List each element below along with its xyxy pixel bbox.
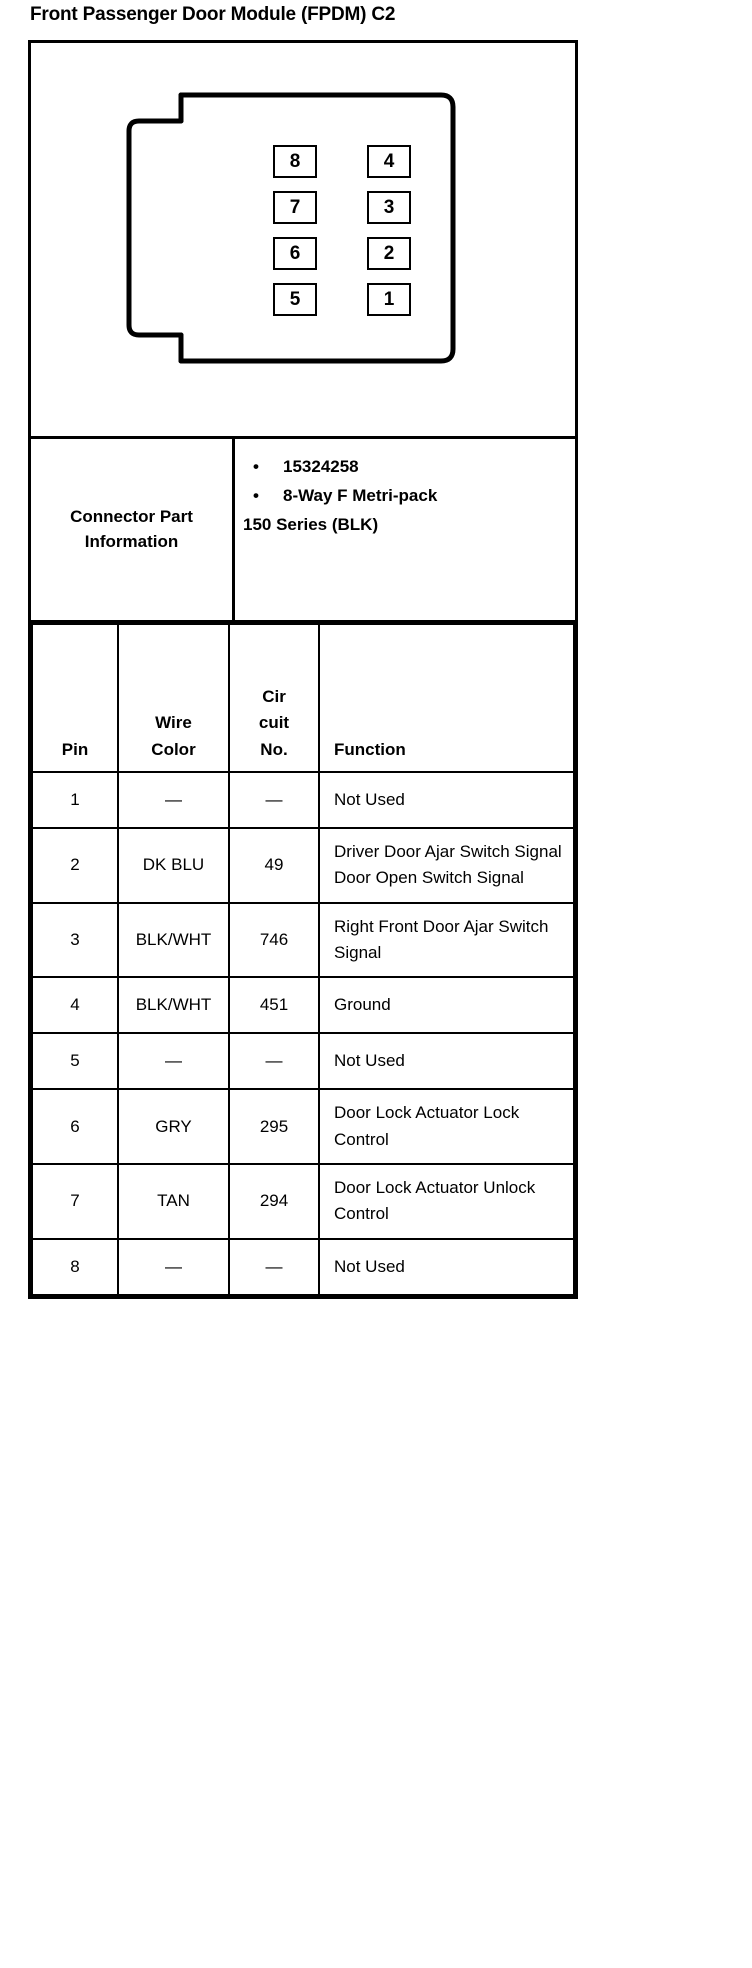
cell-wire-color: — [117, 771, 230, 829]
table-header-row: Pin Wire Color Cir cuit No. Function [31, 623, 575, 773]
cell-function: Door Lock Actuator Unlock Control [318, 1163, 575, 1240]
cell-function: Not Used [318, 1032, 575, 1091]
cpi-label-line-2: Information [84, 531, 179, 551]
pin-box-3[interactable]: 3 [367, 190, 411, 224]
pin-box-2[interactable]: 2 [367, 236, 411, 270]
column-header-circuit-no: Cir cuit No. [228, 623, 320, 773]
cell-pin: 3 [31, 901, 119, 979]
connector-diagram: 8 4 7 3 6 2 5 1 [31, 43, 575, 439]
cell-circuit-no: — [228, 1237, 320, 1296]
table-row: 7 TAN 294 Door Lock Actuator Unlock Cont… [31, 1163, 575, 1240]
bullet-icon: • [253, 485, 259, 505]
cell-pin: 2 [31, 827, 119, 904]
connector-sheet: 8 4 7 3 6 2 5 1 Connector Part Informati… [28, 40, 578, 1299]
pin-grid-gap [319, 191, 365, 224]
pin-table-body: 1 — — Not Used 2 DK BLU 49 Driver Door A… [31, 771, 575, 1296]
connector-part-information-label: Connector Part Information [31, 439, 235, 620]
cell-pin: 1 [31, 771, 119, 829]
connector-part-type-item: • 8-Way F Metri-pack [243, 482, 571, 511]
cell-wire-color: TAN [117, 1163, 230, 1240]
cell-wire-color: — [117, 1032, 230, 1091]
pin-box-6[interactable]: 6 [273, 236, 317, 270]
cell-circuit-no: 294 [228, 1163, 320, 1240]
pin-box-4[interactable]: 4 [367, 144, 411, 178]
cell-wire-color: DK BLU [117, 827, 230, 904]
pin-box-8[interactable]: 8 [273, 144, 317, 178]
connector-part-series: 150 Series (BLK) [243, 514, 379, 534]
bullet-icon: • [253, 457, 259, 476]
table-row: 6 GRY 295 Door Lock Actuator Lock Contro… [31, 1088, 575, 1166]
cell-function: Ground [318, 976, 575, 1035]
pin-layout-grid: 8 4 7 3 6 2 5 1 [271, 138, 413, 322]
table-row: 3 BLK/WHT 746 Right Front Door Ajar Swit… [31, 901, 575, 979]
cell-function: Right Front Door Ajar Switch Signal [318, 901, 575, 979]
connector-part-information-section: Connector Part Information • 15324258 • … [31, 439, 575, 623]
cell-function: Not Used [318, 1237, 575, 1296]
connector-part-number: 15324258 [283, 457, 359, 476]
circuit-header-line-3: No. [260, 739, 288, 759]
cell-circuit-no: 746 [228, 901, 320, 979]
connector-part-bullet-list: • 15324258 • 8-Way F Metri-pack [243, 453, 571, 511]
pin-grid-gap [319, 283, 365, 316]
cpi-label-line-1: Connector Part [70, 506, 193, 526]
connector-part-number-item: • 15324258 [243, 453, 571, 482]
pin-box-1[interactable]: 1 [367, 282, 411, 316]
pin-box-5[interactable]: 5 [273, 282, 317, 316]
table-row: 2 DK BLU 49 Driver Door Ajar Switch Sign… [31, 827, 575, 904]
cell-pin: 7 [31, 1163, 119, 1240]
column-header-function: Function [318, 623, 575, 773]
cell-wire-color: GRY [117, 1088, 230, 1166]
cell-function: Not Used [318, 771, 575, 829]
column-header-wire-color: Wire Color [117, 623, 230, 773]
connector-outline-icon [126, 92, 456, 364]
wire-color-header-line-1: Wire [155, 713, 192, 733]
pin-grid-gap [319, 145, 365, 178]
cell-pin: 4 [31, 976, 119, 1035]
circuit-header-line-1: Cir [262, 686, 286, 706]
cell-pin: 6 [31, 1088, 119, 1166]
cell-function: Door Lock Actuator Lock Control [318, 1088, 575, 1166]
table-row: 5 — — Not Used [31, 1032, 575, 1091]
cell-pin: 5 [31, 1032, 119, 1091]
column-header-pin: Pin [31, 623, 119, 773]
pin-function-table: Pin Wire Color Cir cuit No. Function 1 [31, 623, 575, 1296]
cell-wire-color: BLK/WHT [117, 976, 230, 1035]
cell-function: Driver Door Ajar Switch Signal Door Open… [318, 827, 575, 904]
cell-wire-color: BLK/WHT [117, 901, 230, 979]
table-row: 4 BLK/WHT 451 Ground [31, 976, 575, 1035]
table-row: 8 — — Not Used [31, 1237, 575, 1296]
page-title: Front Passenger Door Module (FPDM) C2 [30, 4, 396, 25]
connector-part-type: 8-Way F Metri-pack [283, 485, 438, 505]
cell-wire-color: — [117, 1237, 230, 1296]
wire-color-header-line-2: Color [151, 739, 196, 759]
pin-box-7[interactable]: 7 [273, 190, 317, 224]
cell-circuit-no: — [228, 771, 320, 829]
connector-part-information-value: • 15324258 • 8-Way F Metri-pack 150 Seri… [235, 439, 575, 620]
pin-grid-gap [319, 237, 365, 270]
cell-circuit-no: — [228, 1032, 320, 1091]
table-row: 1 — — Not Used [31, 771, 575, 829]
cell-circuit-no: 295 [228, 1088, 320, 1166]
circuit-header-line-2: cuit [258, 713, 290, 733]
cell-circuit-no: 49 [228, 827, 320, 904]
cell-pin: 8 [31, 1237, 119, 1296]
cell-circuit-no: 451 [228, 976, 320, 1035]
